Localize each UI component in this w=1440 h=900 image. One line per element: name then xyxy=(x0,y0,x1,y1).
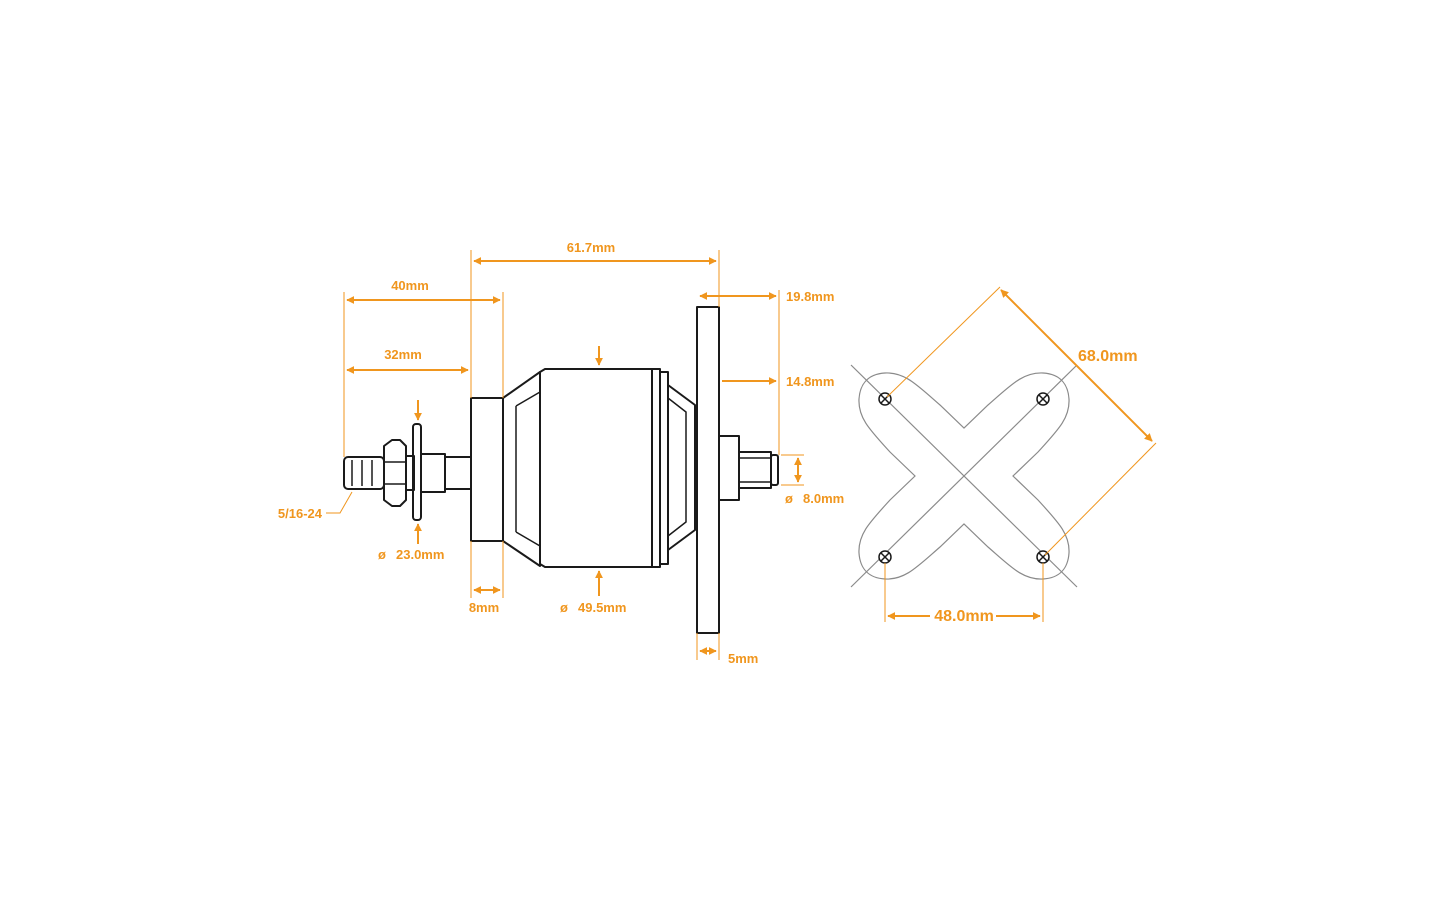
prop-shaft xyxy=(343,456,385,490)
label-19-8mm: 19.8mm xyxy=(786,289,834,304)
label-40mm: 40mm xyxy=(391,278,429,293)
motor-can xyxy=(539,368,669,568)
mount-plate-dimensions xyxy=(884,286,1157,622)
prop-nut xyxy=(383,439,407,507)
mount-plate xyxy=(696,306,720,634)
prop-adapter xyxy=(405,453,472,493)
label-68-0mm: 68.0mm xyxy=(1078,348,1138,365)
label-overall-length: 61.7mm xyxy=(567,240,615,255)
front-bell xyxy=(502,371,541,567)
diameter-symbol-can: ø xyxy=(560,600,568,615)
label-23-0mm: 23.0mm xyxy=(396,547,444,562)
label-5mm: 5mm xyxy=(728,651,758,666)
label-14-8mm: 14.8mm xyxy=(786,374,834,389)
motor-side-view xyxy=(343,306,779,634)
dimension-labels: 61.7mm 40mm 32mm 19.8mm 14.8mm ø 8.0mm 5… xyxy=(278,240,1138,666)
rear-shaft xyxy=(718,435,779,501)
label-8mm: 8mm xyxy=(469,600,499,615)
label-48-0mm: 48.0mm xyxy=(934,608,994,625)
diameter-symbol-washer: ø xyxy=(378,547,386,562)
mount-holes xyxy=(878,392,1050,564)
rear-bell xyxy=(667,384,696,551)
label-8-0mm: 8.0mm xyxy=(803,491,844,506)
bell-collar xyxy=(470,397,504,542)
diameter-symbol-shaft: ø xyxy=(785,491,793,506)
dimension-annotations xyxy=(326,250,804,660)
mount-plate-view xyxy=(850,364,1078,588)
label-49-5mm: 49.5mm xyxy=(578,600,626,615)
label-32mm: 32mm xyxy=(384,347,422,362)
label-thread: 5/16-24 xyxy=(278,506,323,521)
